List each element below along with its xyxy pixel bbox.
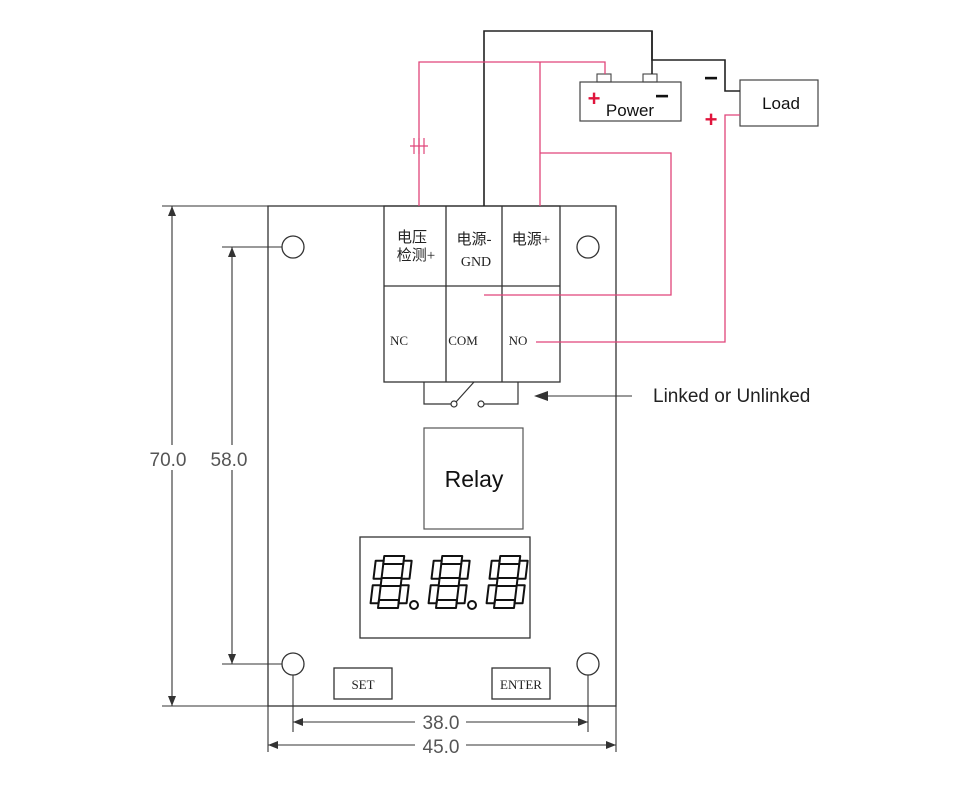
terminal-power-plus: 电源+ xyxy=(512,231,550,248)
led-segment-f xyxy=(430,559,443,580)
led-segment-d xyxy=(435,599,458,609)
led-segment-a xyxy=(440,555,464,565)
led-segment-f xyxy=(372,559,385,580)
led-segment-e xyxy=(485,584,498,605)
led-segment-d xyxy=(493,599,516,609)
terminal-no: NO xyxy=(509,333,528,348)
load-box xyxy=(739,79,819,127)
terminal-block xyxy=(383,205,561,383)
terminal-voltage-detect-line1: 电压 xyxy=(397,229,427,246)
terminal-gnd-line2: GND xyxy=(461,255,491,270)
mount-hole-top-right xyxy=(576,235,600,259)
led-segment-b xyxy=(458,559,471,580)
load-plus-sign: + xyxy=(705,107,718,132)
led-segment-e xyxy=(369,584,382,605)
power-terminal-left xyxy=(596,73,612,83)
led-display xyxy=(359,536,531,639)
mount-hole-bottom-left xyxy=(281,652,305,676)
dimension-lines xyxy=(162,205,617,752)
led-segment-g xyxy=(437,577,461,587)
wire-ground-load xyxy=(651,31,740,92)
led-segment-f xyxy=(488,559,501,580)
led-decimal-point xyxy=(467,600,477,610)
power-label: Power xyxy=(606,101,655,120)
relay-box xyxy=(423,427,524,530)
power-box xyxy=(579,81,682,122)
dimension-width-outer: 45.0 xyxy=(423,737,460,758)
load-label: Load xyxy=(762,94,800,113)
wire-positive-com xyxy=(484,152,672,296)
set-button-label: SET xyxy=(351,677,374,692)
capacitor-symbol xyxy=(410,138,428,154)
led-segment-g xyxy=(495,577,519,587)
led-digits xyxy=(369,555,529,610)
linked-label: Linked or Unlinked xyxy=(653,386,810,407)
dimension-arrowheads xyxy=(168,206,616,749)
set-button[interactable] xyxy=(333,667,393,700)
mount-hole-bottom-right xyxy=(576,652,600,676)
enter-button[interactable] xyxy=(491,667,551,700)
led-segment-e xyxy=(427,584,440,605)
wire-positive-no-to-load xyxy=(536,114,740,343)
board-outline xyxy=(267,205,617,707)
power-terminal-right xyxy=(642,73,658,83)
dimension-height-outer: 70.0 xyxy=(150,450,187,471)
led-segment-d xyxy=(377,599,400,609)
enter-button-label: ENTER xyxy=(500,677,542,692)
terminal-voltage-detect-line2: 检测+ xyxy=(397,247,435,264)
led-segment-g xyxy=(379,577,403,587)
led-segment-a xyxy=(382,555,406,565)
terminal-gnd-line1: 电源- xyxy=(457,231,492,248)
wire-positive-voltage-detect xyxy=(418,61,606,206)
dimension-height-inner: 58.0 xyxy=(211,450,248,471)
relay-switch-symbol xyxy=(423,381,519,408)
led-segment-c xyxy=(397,584,410,605)
relay-label: Relay xyxy=(445,466,504,492)
power-minus-sign: − xyxy=(655,83,669,110)
mount-hole-top-left xyxy=(281,235,305,259)
dimension-width-inner: 38.0 xyxy=(423,713,460,734)
led-decimal-point xyxy=(409,600,419,610)
led-segment-b xyxy=(400,559,413,580)
power-plus-sign: + xyxy=(588,86,601,111)
terminal-nc: NC xyxy=(390,333,408,348)
led-segment-c xyxy=(513,584,526,605)
led-segment-a xyxy=(498,555,522,565)
led-segment-c xyxy=(455,584,468,605)
led-segment-b xyxy=(516,559,529,580)
linked-arrow-head xyxy=(534,391,548,401)
load-minus-sign: − xyxy=(704,65,718,92)
terminal-com: COM xyxy=(448,333,478,348)
